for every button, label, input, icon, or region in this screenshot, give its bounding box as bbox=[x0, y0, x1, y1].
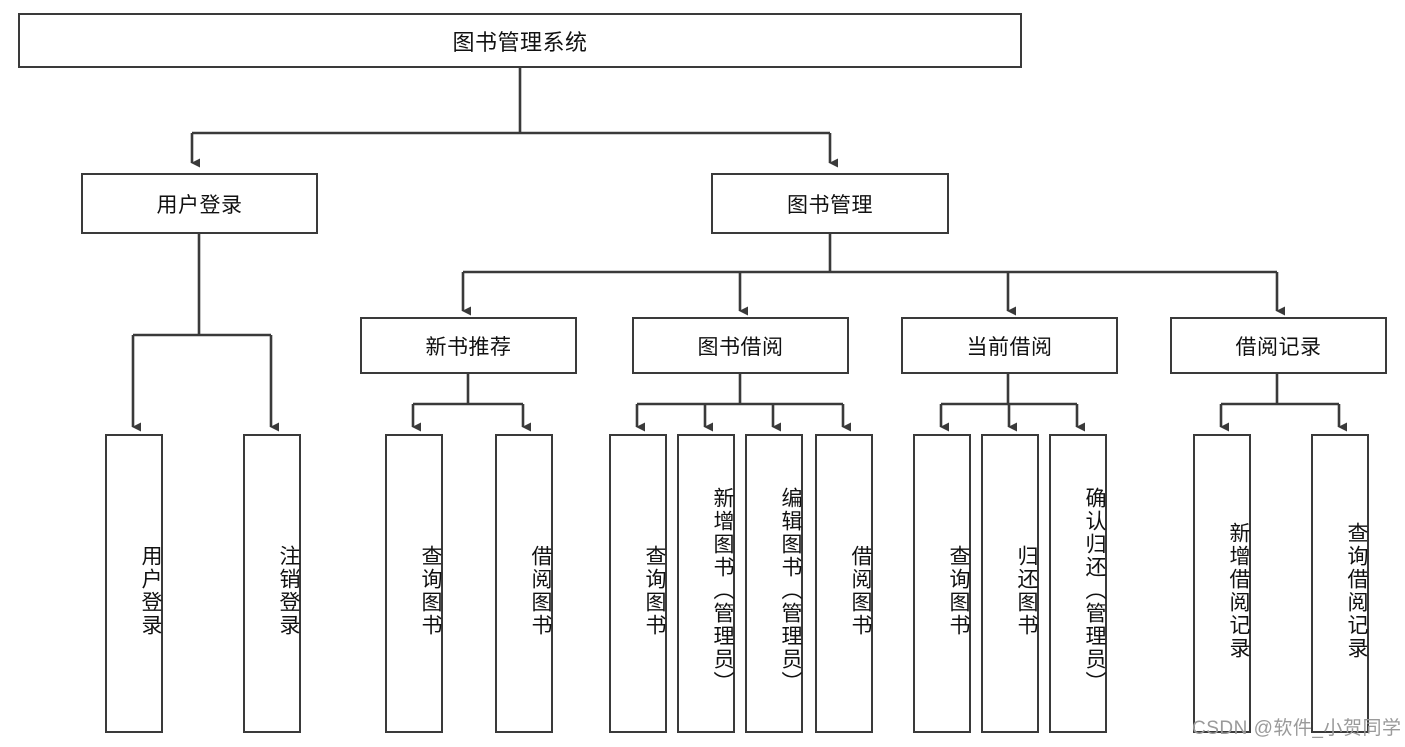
node-label: 用户登录 bbox=[156, 193, 243, 217]
node-label: 查询图书 bbox=[643, 544, 666, 637]
node-label: 编辑图书（管理员） bbox=[779, 487, 802, 694]
node-label: 查询图书 bbox=[947, 544, 970, 637]
node-label: 借阅图书 bbox=[849, 544, 872, 637]
node-current-borrowing[interactable]: 当前借阅 bbox=[901, 317, 1118, 374]
leaf-return-book[interactable]: 归还图书 bbox=[981, 434, 1039, 733]
node-label: 图书管理系统 bbox=[452, 29, 588, 55]
node-label: 当前借阅 bbox=[966, 335, 1053, 359]
leaf-confirm-return-admin[interactable]: 确认归还（管理员） bbox=[1049, 434, 1107, 733]
node-label: 注销登录 bbox=[277, 544, 300, 637]
leaf-borrow-book-recommendation[interactable]: 借阅图书 bbox=[495, 434, 553, 733]
node-label: 归还图书 bbox=[1015, 544, 1038, 637]
node-user-login[interactable]: 用户登录 bbox=[81, 173, 318, 234]
csdn-watermark: CSDN @软件_小贺同学 bbox=[1192, 713, 1401, 740]
leaf-query-borrowing-record[interactable]: 查询借阅记录 bbox=[1311, 434, 1369, 733]
node-label: 借阅记录 bbox=[1235, 335, 1322, 359]
node-label: 用户登录 bbox=[139, 544, 162, 637]
node-root-book-management-system[interactable]: 图书管理系统 bbox=[18, 13, 1022, 68]
leaf-query-book-borrowing[interactable]: 查询图书 bbox=[609, 434, 667, 733]
node-new-book-recommendation[interactable]: 新书推荐 bbox=[360, 317, 577, 374]
leaf-edit-book-admin[interactable]: 编辑图书（管理员） bbox=[745, 434, 803, 733]
leaf-query-book-recommendation[interactable]: 查询图书 bbox=[385, 434, 443, 733]
leaf-logout[interactable]: 注销登录 bbox=[243, 434, 301, 733]
leaf-add-borrowing-record[interactable]: 新增借阅记录 bbox=[1193, 434, 1251, 733]
node-label: 新增借阅记录 bbox=[1227, 521, 1250, 660]
leaf-add-book-admin[interactable]: 新增图书（管理员） bbox=[677, 434, 735, 733]
leaf-query-book-current[interactable]: 查询图书 bbox=[913, 434, 971, 733]
node-label: 确认归还（管理员） bbox=[1083, 487, 1106, 694]
node-label: 图书借阅 bbox=[697, 335, 784, 359]
node-label: 查询借阅记录 bbox=[1345, 521, 1368, 660]
node-label: 新书推荐 bbox=[425, 335, 512, 359]
node-book-management[interactable]: 图书管理 bbox=[711, 173, 949, 234]
leaf-user-login[interactable]: 用户登录 bbox=[105, 434, 163, 733]
watermark-text: CSDN @软件_小贺同学 bbox=[1192, 718, 1402, 739]
node-label: 图书管理 bbox=[787, 193, 873, 217]
node-book-borrowing[interactable]: 图书借阅 bbox=[632, 317, 849, 374]
leaf-borrow-book-borrowing[interactable]: 借阅图书 bbox=[815, 434, 873, 733]
node-label: 新增图书（管理员） bbox=[711, 487, 734, 694]
node-label: 查询图书 bbox=[419, 544, 442, 637]
node-label: 借阅图书 bbox=[529, 544, 552, 637]
node-borrowing-records[interactable]: 借阅记录 bbox=[1170, 317, 1387, 374]
